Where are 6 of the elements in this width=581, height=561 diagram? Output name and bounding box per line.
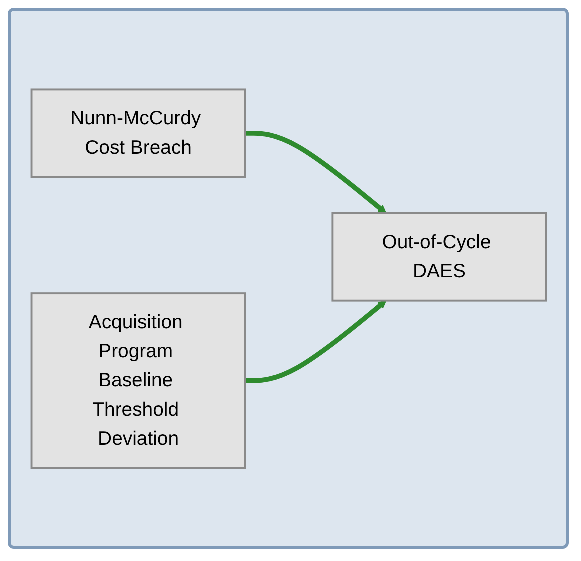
arrow (244, 300, 386, 383)
node-box (30, 88, 246, 178)
node-box (30, 292, 246, 469)
arrow (244, 130, 386, 214)
panel-background: Nunn-McCurdy Cost Breach Out-of-Cycle DAES Acquisition Program Baseline Threshold Deviation (8, 8, 569, 549)
node-box (331, 212, 547, 302)
